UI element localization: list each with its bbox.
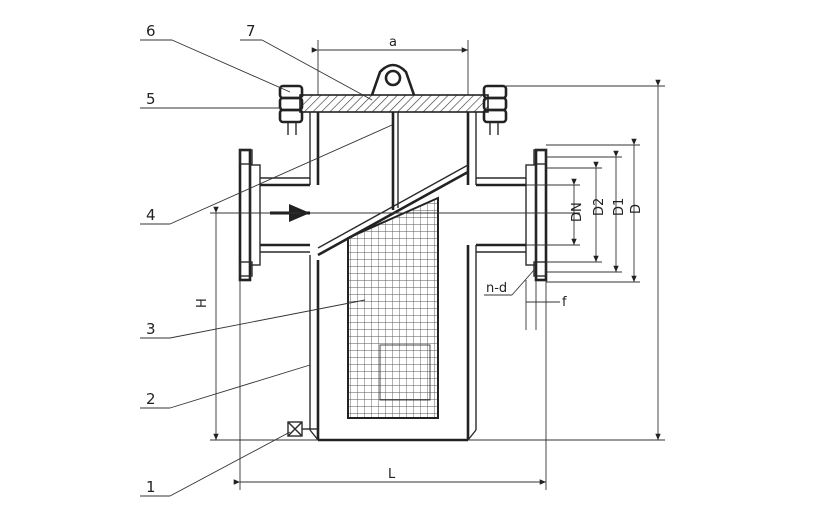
part-label-2: 2 <box>146 390 156 408</box>
strainer-body <box>309 112 477 442</box>
part-label-5: 5 <box>146 90 156 108</box>
dim-label-d2: D2 <box>592 198 607 216</box>
part-label-7: 7 <box>246 22 256 40</box>
dim-label-l: L <box>388 467 396 482</box>
part-label-3: 3 <box>146 320 156 338</box>
outlet-flange <box>476 148 548 282</box>
basket-screen <box>347 196 439 419</box>
part-leaders <box>140 39 393 497</box>
dim-label-a: a <box>389 35 397 50</box>
dim-label-h: H <box>195 298 210 308</box>
cover-plate <box>299 63 489 113</box>
dim-label-f: f <box>562 295 567 310</box>
part-label-4: 4 <box>146 206 156 224</box>
dim-label-n-d: n-d <box>486 281 507 296</box>
dim-label-d: D <box>629 204 644 214</box>
dimension-lines <box>210 40 665 490</box>
drain-plug <box>287 421 318 437</box>
inlet-flange <box>238 148 310 282</box>
dim-label-d1: D1 <box>612 198 627 216</box>
diagonal-partition <box>317 112 469 257</box>
dim-label-dn: DN <box>570 202 585 222</box>
part-label-1: 1 <box>146 478 156 496</box>
cover-bolts <box>278 84 508 135</box>
part-label-6: 6 <box>146 22 156 40</box>
